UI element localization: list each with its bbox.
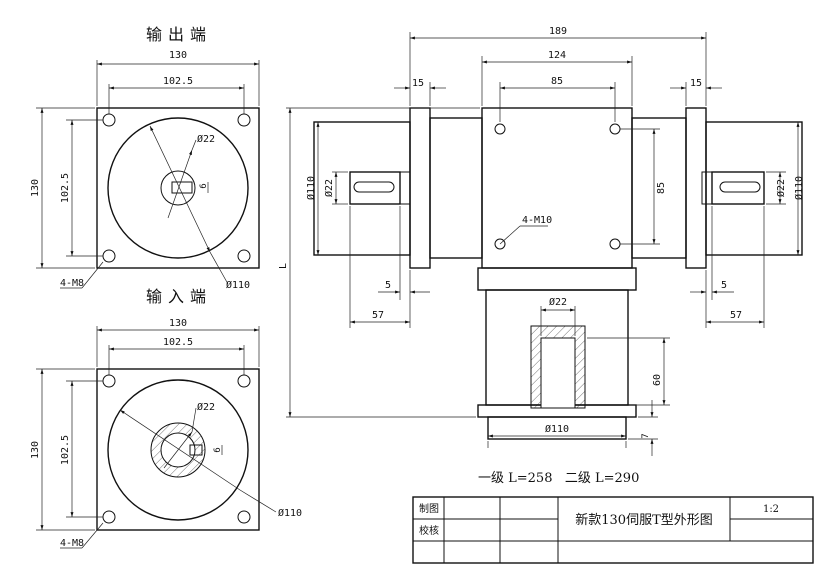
- right-shaft-len-dim: 57: [730, 310, 742, 321]
- left-shaft-dim: Ø22: [323, 179, 335, 197]
- right-flange-dim: 15: [690, 78, 702, 89]
- output-bolt-span-v-dim: 102.5: [60, 173, 71, 203]
- left-flange-dim: 15: [412, 78, 424, 89]
- left-pilot-dim: Ø110: [305, 176, 317, 200]
- right-shaft: [711, 171, 765, 205]
- right-shaft-dim: Ø22: [775, 179, 787, 197]
- input-key-slot: [189, 444, 203, 456]
- left-shaft: [349, 171, 401, 205]
- output-height-dim: 130: [30, 179, 41, 197]
- input-pilot-dim: Ø110: [278, 507, 302, 519]
- input-bolt-span-v-dim: 102.5: [60, 435, 71, 465]
- bore-depth-dim: 60: [652, 374, 663, 386]
- right-key: [719, 181, 761, 193]
- drawing-title: 新款130伺服T型外形图: [575, 512, 712, 528]
- hole-span-dim: 85: [551, 76, 563, 87]
- right-pilot-dim: Ø110: [793, 176, 805, 200]
- length-dim: L: [278, 263, 289, 269]
- output-end-title: 输出端: [146, 25, 212, 44]
- output-bolt-hole-bl: [102, 249, 116, 263]
- output-pilot-dim: Ø110: [226, 279, 250, 291]
- input-bolt-hole-br: [237, 510, 251, 524]
- output-flange-square: [96, 107, 260, 269]
- input-bolt-hole-tl: [102, 374, 116, 388]
- output-key-slot: [171, 181, 193, 194]
- output-key-dim: 6: [199, 183, 209, 188]
- output-end-view: 输出端 130 102.5 130 102.5 Ø110 Ø22 6: [30, 25, 260, 291]
- output-shaft-dim: Ø22: [197, 133, 215, 145]
- input-width-dim: 130: [169, 318, 187, 329]
- hole-span-v-dim: 85: [656, 182, 667, 194]
- input-bore-section: [530, 325, 586, 409]
- bore-dia-dim: Ø22: [549, 296, 567, 308]
- input-height-dim: 130: [30, 441, 41, 459]
- left-flange: [409, 107, 431, 269]
- body-hole-br: [609, 238, 621, 250]
- input-bolt-hole-bl: [102, 510, 116, 524]
- side-view: 189 124 85 15 15 Ø110 Ø22 Ø110 Ø22: [278, 26, 805, 456]
- input-end-title: 输入端: [146, 287, 212, 306]
- left-shaft-shoulder: [399, 171, 411, 205]
- drawing-scale: 1:2: [763, 504, 779, 515]
- output-bolt-span-dim: 102.5: [163, 76, 193, 87]
- tapped-holes-dim: 4-M10: [522, 215, 552, 226]
- output-pilot-circle: [107, 117, 249, 259]
- title-block: 制图 校核 新款130伺服T型外形图 1:2: [412, 496, 814, 564]
- output-shaft-circle: [160, 170, 196, 206]
- right-shoulder-dim: 5: [721, 280, 727, 291]
- overall-width-dim: 189: [549, 26, 567, 37]
- output-width-dim: 130: [169, 50, 187, 61]
- body-width-dim: 124: [548, 50, 566, 61]
- length-note: 一级 L=258 二级 L=290: [478, 471, 639, 486]
- input-end-view: 输入端 130 102.5 130 102.5 Ø110 Ø22 6: [30, 287, 302, 549]
- title-made-label: 制图: [419, 502, 439, 515]
- input-key-dim: 6: [213, 447, 223, 452]
- input-bolt-hole-tr: [237, 374, 251, 388]
- input-flange-square: [96, 368, 260, 531]
- input-bolt-span-dim: 102.5: [163, 337, 193, 348]
- input-pilot-circle: [107, 379, 249, 521]
- input-bore-dim: Ø22: [197, 401, 215, 413]
- left-shoulder-dim: 5: [385, 280, 391, 291]
- body-hole-tr: [609, 123, 621, 135]
- right-shaft-shoulder: [701, 171, 713, 205]
- output-bolt-hole-br: [237, 249, 251, 263]
- output-bolts-dim: 4-M8: [60, 278, 84, 289]
- base-pilot: [487, 416, 627, 440]
- left-shaft-len-dim: 57: [372, 310, 384, 321]
- base-pilot-dim: Ø110: [545, 423, 569, 435]
- lower-flange: [477, 267, 637, 291]
- output-bolt-hole-tl: [102, 113, 116, 127]
- body-hole-bl: [494, 238, 506, 250]
- right-flange: [685, 107, 707, 269]
- input-bolts-dim: 4-M8: [60, 538, 84, 549]
- right-pilot: [705, 121, 803, 256]
- title-checked-label: 校核: [419, 524, 439, 537]
- base-flange-dim: 7: [641, 433, 651, 438]
- body-hole-tl: [494, 123, 506, 135]
- left-neck: [429, 117, 483, 259]
- output-bolt-hole-tr: [237, 113, 251, 127]
- left-key: [353, 181, 395, 193]
